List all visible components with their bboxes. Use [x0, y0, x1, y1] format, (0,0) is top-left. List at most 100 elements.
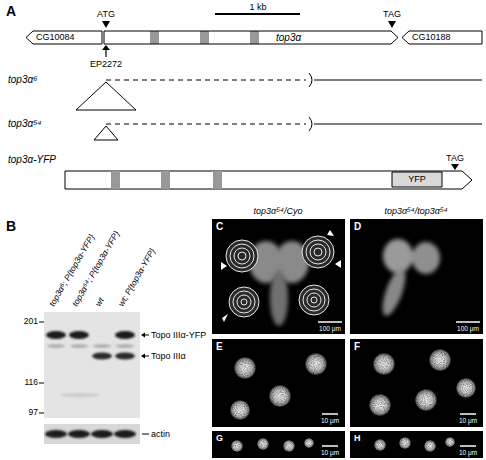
- panel-letter: H: [354, 433, 361, 443]
- breakpoint: [309, 73, 312, 87]
- codon-label: TAG: [446, 153, 464, 163]
- node-outline: [104, 31, 398, 44]
- micrograph: [212, 219, 345, 334]
- scale-label: 100 μm: [457, 325, 479, 332]
- insertion-triangle: [94, 126, 118, 140]
- band: [70, 344, 88, 348]
- band: [93, 344, 111, 348]
- codon-label: ATG: [97, 9, 115, 19]
- arrowhead: [327, 230, 334, 236]
- disc-ring: [303, 289, 325, 311]
- micrograph: [212, 431, 345, 458]
- nucleus: [456, 378, 476, 398]
- exon-bar: [161, 171, 170, 189]
- nucleus: [445, 437, 455, 447]
- gene-arrow: CG10188: [402, 31, 482, 44]
- disc-ring: [310, 244, 326, 260]
- scale-label: 1 kb: [249, 2, 266, 12]
- nucleus: [234, 357, 256, 379]
- disc: [302, 236, 334, 268]
- band: [69, 331, 89, 339]
- stop-marker: [451, 164, 459, 170]
- micrograph: [350, 339, 483, 427]
- scale-bar: [215, 13, 300, 15]
- nucleus: [399, 437, 411, 449]
- band: [46, 331, 66, 339]
- nucleus: [231, 440, 243, 452]
- size-tick: [39, 383, 44, 384]
- deleted-region: [106, 124, 306, 125]
- band-label: Topo IIIα: [151, 351, 186, 361]
- genomic-line: [314, 80, 482, 81]
- node-text: CG10188: [412, 33, 451, 43]
- band: [60, 394, 100, 397]
- disc-ring: [234, 248, 250, 264]
- band-pointer-head: [141, 354, 145, 359]
- nucleus: [369, 394, 391, 416]
- panel-letter: C: [216, 221, 223, 233]
- nucleus: [304, 438, 314, 448]
- nucleus: [230, 400, 250, 420]
- disc-ring: [314, 248, 322, 256]
- size-marker: 116: [24, 378, 38, 388]
- nucleus: [374, 439, 386, 451]
- blot-bands: [45, 430, 136, 438]
- nuclei: [230, 349, 476, 452]
- band-label: actin: [151, 429, 170, 439]
- node-shape: [392, 172, 442, 187]
- micrograph: [212, 339, 345, 427]
- gene-box: top3α: [104, 31, 398, 44]
- arrowheads: [221, 230, 341, 322]
- band: [116, 344, 134, 348]
- scale-bar: [322, 445, 338, 447]
- nucleus: [269, 385, 291, 407]
- disc-ring: [230, 244, 254, 268]
- genotype-label: top3α⁵⁴/top3α⁵⁴: [384, 206, 447, 216]
- insertion-arrow: [105, 49, 106, 57]
- arrowhead: [222, 314, 228, 322]
- exon-bar: [213, 171, 222, 189]
- scale-bar: [456, 321, 480, 323]
- insertion-label: EP2272: [90, 59, 122, 69]
- size-tick: [39, 413, 44, 414]
- arrowhead: [335, 260, 341, 268]
- size-marker: 97: [29, 408, 38, 418]
- size-marker: 201: [24, 317, 38, 327]
- band: [92, 353, 112, 360]
- disc: [229, 287, 259, 317]
- scale-label: 10 μm: [459, 417, 477, 424]
- panel-letter: G: [216, 433, 223, 443]
- exon-bar: [111, 171, 120, 189]
- deleted-region: [106, 80, 306, 81]
- band: [114, 430, 136, 438]
- band: [115, 331, 135, 339]
- node-text: top3α: [276, 32, 301, 43]
- scale-label: 10 μm: [321, 449, 339, 456]
- nerve-cord: [378, 266, 410, 318]
- node-shape: [26, 31, 102, 44]
- genotype-label: top3α⁵⁴/Cyo: [254, 206, 303, 216]
- micrograph: [350, 431, 483, 458]
- nucleus: [424, 440, 436, 452]
- blot-membrane: [44, 424, 140, 444]
- band: [68, 430, 90, 438]
- insertion-triangle: [76, 82, 136, 110]
- larval-brain: [378, 239, 440, 318]
- construct-box: [65, 171, 472, 189]
- gene-arrow: CG10084: [26, 31, 102, 44]
- scale-label: 100 μm: [319, 325, 341, 332]
- nucleus: [373, 353, 395, 375]
- allele-label: top3α⁵⁴: [8, 118, 42, 130]
- panel-letter: F: [354, 341, 360, 353]
- scale-bar: [460, 445, 476, 447]
- genomic-line: [314, 124, 482, 125]
- scale-label: 10 μm: [321, 417, 339, 424]
- band: [45, 430, 67, 438]
- band: [47, 344, 65, 348]
- scale-bar: [318, 321, 342, 323]
- exon-bar: [150, 31, 159, 44]
- disc: [226, 240, 258, 272]
- size-tick: [39, 322, 44, 323]
- scale-bar: [460, 413, 476, 415]
